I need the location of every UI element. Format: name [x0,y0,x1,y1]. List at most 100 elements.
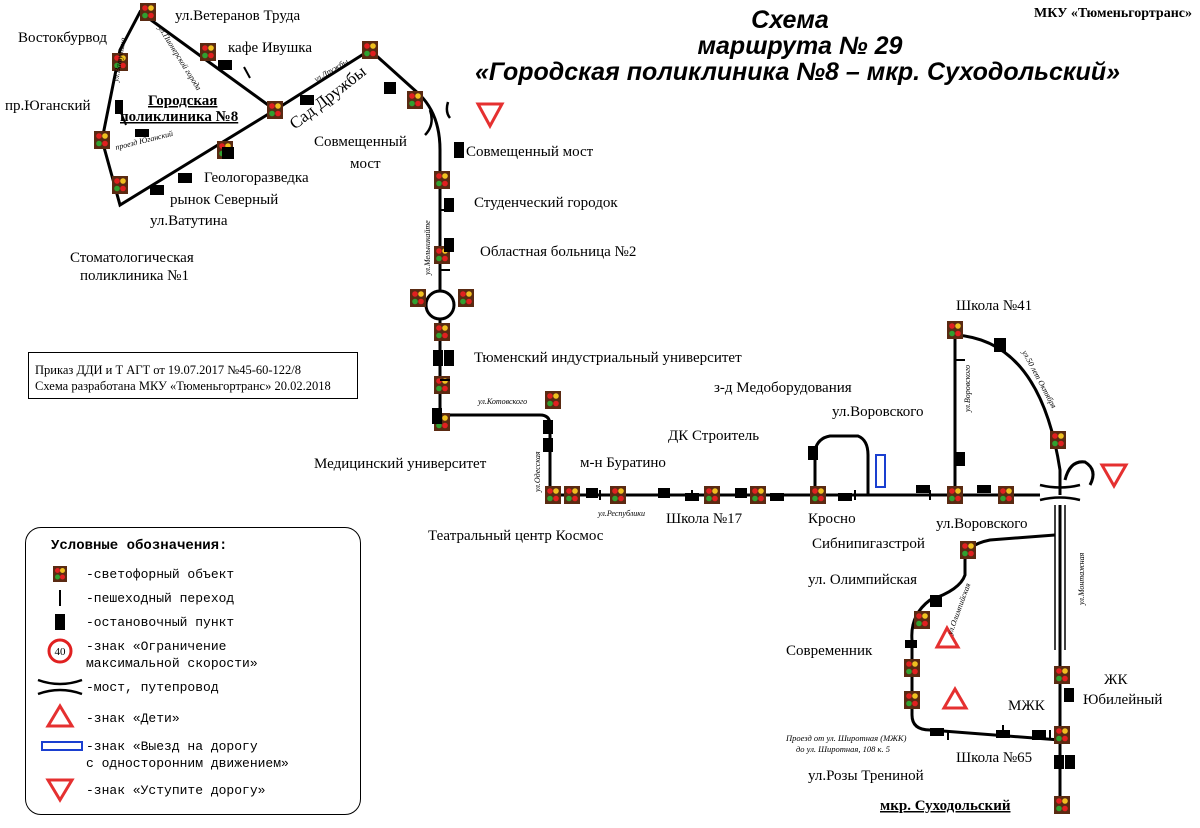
bus-stop-marker [1032,730,1046,740]
traffic-lights [94,3,1070,814]
label-zd: з-д Медоборудования [714,380,852,396]
legend-children: -знак «Дети» [86,711,180,726]
label-veteranov: ул.Ветеранов Труда [175,8,301,24]
traffic-light-icon [94,131,110,149]
label-sovm-left-1: Совмещенный [314,134,407,150]
label-shkola17: Школа №17 [666,511,743,527]
bus-stop-marker [955,452,965,466]
bus-stop-marker [735,488,747,498]
street-oktyabrya: ул.50 лет Октября [1020,348,1059,410]
traffic-light-icon [750,486,766,504]
traffic-light-icon [998,486,1014,504]
label-krosno: Кросно [808,511,856,527]
street-respubliki: ул.Республики [597,509,645,518]
roundabout [424,289,456,321]
traffic-light-icon [112,53,128,71]
svg-text:40: 40 [55,646,67,658]
traffic-light-icon [1054,796,1070,814]
legend-oneway-1: -знак «Выезд на дорогу [86,739,258,754]
legend-stop: -остановочный пункт [86,615,235,630]
scheme-title-1: Схема [751,6,829,34]
oneway-sign [875,454,886,488]
traffic-light-icon [914,611,930,629]
route-loop-east [1063,460,1095,486]
bus-stop-marker [905,640,917,648]
bus-stop-icon [55,614,65,630]
bus-stop-marker [218,60,232,70]
legend-heading: Условные обозначения: [51,538,228,554]
label-sovm-left-2: мост [350,156,381,172]
org-name: МКУ «Тюменьгортранс» [1034,6,1192,21]
traffic-light-icon [904,659,920,677]
street-kotovskogo: ул.Котовского [477,397,527,406]
traffic-light-icon [960,541,976,559]
route-main [274,48,1040,497]
bus-stop-marker [444,198,454,212]
crosswalk-mark [243,66,251,79]
crosswalk-markers [121,66,1051,740]
traffic-light-icon [362,41,378,59]
speed-limit-icon: 40 [47,638,73,664]
label-sovm-right: Совмещенный мост [466,144,594,160]
bridge-marks [424,101,1081,650]
label-terminal-b: мкр. Суходольский [880,798,1011,814]
scheme-title-2: маршрута № 29 [697,32,903,60]
legend-speed-1: -знак «Ограничение [86,639,227,654]
label-rynok: рынок Северный [170,192,278,208]
bus-stop-marker [916,485,930,493]
label-shkola65: Школа №65 [956,750,1032,766]
bus-stop-marker [1054,755,1064,769]
bus-stop-marker [543,438,553,452]
children-sign-olimp [934,624,961,649]
legend-icons: 40 [37,566,83,803]
legend-oneway-2: с односторонним движением» [86,756,289,771]
bus-stop-marker [930,728,944,736]
bus-stop-marker [454,142,464,158]
bus-stop-marker [543,420,553,434]
street-odesskaya: ул.Одесская [533,451,542,493]
street-pioneer: ул.Пионерской города [156,23,203,92]
author-line: Схема разработана МКУ «Тюменьгортранс» 2… [35,379,331,393]
bus-stop-marker [930,595,942,607]
label-vorov-top: ул.Воровского [832,404,924,420]
label-zhk-1: ЖК [1104,672,1128,688]
bus-stop-marker [1065,755,1075,769]
traffic-light-icon [434,323,450,341]
street-montazhnaya: ул.Монтажная [1077,552,1086,606]
bus-stop-marker [658,488,670,498]
label-geolog: Геологоразведка [204,170,309,186]
bus-stop-marker [444,238,454,252]
label-vorov-bottom: ул.Воровского [936,516,1028,532]
traffic-light-icon [545,486,561,504]
traffic-light-icon [410,289,426,307]
traffic-light-icon [140,3,156,21]
legend-speed-2: максимальной скорости» [86,656,258,671]
oneway-icon [41,741,83,751]
traffic-light-icon [810,486,826,504]
bridge-icon [37,678,83,696]
bus-stop-marker [770,493,784,501]
legend-traffic-light: -светофорный объект [86,567,235,582]
traffic-light-icon [407,91,423,109]
street-melnikaite: ул.Мельникайте [423,220,432,276]
label-zhk-2: Юбилейный [1083,692,1162,708]
label-med: Медицинский университет [314,456,487,472]
bus-stop-marker [444,350,454,366]
bus-stop-marker [178,173,192,183]
traffic-light-icon [1054,666,1070,684]
traffic-light-icon [200,43,216,61]
street-vorovskogo: ул.Воровского [963,365,972,413]
bus-stop-marker [384,82,396,94]
yield-sign-top [475,102,505,130]
label-teatr: Театральный центр Космос [428,528,604,544]
scheme-title-3: «Городская поликлиника №8 – мкр. Суходол… [474,58,1121,86]
traffic-light-icon [267,101,283,119]
street-olimpiyskaya: ул.Олимпийская [945,582,972,637]
children-sign-shkola65 [941,686,969,710]
traffic-light-icon [1050,431,1066,449]
label-sovremennik: Современник [786,643,873,659]
order-note: Приказ ДДИ и Т АГТ от 19.07.2017 №45-60-… [28,352,358,399]
traffic-light-icon [704,486,720,504]
crosswalk-mark [121,114,127,126]
traffic-light-icon [1054,726,1070,744]
